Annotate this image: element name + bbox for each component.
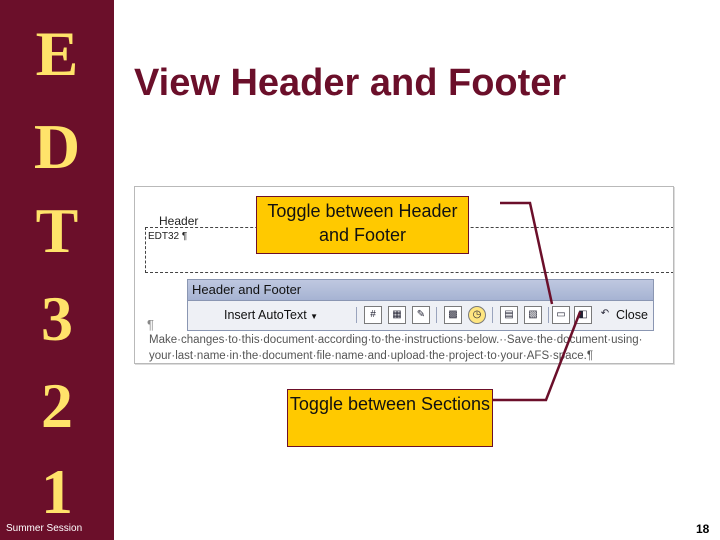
page-setup-icon[interactable]: ▤ — [500, 306, 518, 324]
insert-autotext-label: Insert AutoText — [224, 308, 307, 322]
toolbar-separator — [436, 307, 437, 323]
page-number: 18 — [696, 522, 710, 536]
time-icon[interactable]: ◷ — [468, 306, 486, 324]
toolbar-separator — [492, 307, 493, 323]
paragraph-mark: ¶ — [147, 317, 154, 332]
page-number-icon[interactable]: # — [364, 306, 382, 324]
toolbar-title: Header and Footer — [188, 280, 653, 301]
arrow-show-previous-next — [492, 311, 582, 402]
switch-header-footer-icon[interactable]: ◧ — [574, 306, 592, 324]
insert-autotext-button[interactable]: Insert AutoText ▼ — [194, 305, 324, 325]
close-button[interactable]: Close — [616, 308, 648, 322]
show-hide-document-text-icon[interactable]: ▧ — [524, 306, 542, 324]
arrow-switch-header-footer — [500, 201, 554, 305]
callout-toggle-header-footer: Toggle between Header and Footer — [256, 196, 469, 254]
toolbar-row: Insert AutoText ▼ # ▦ ✎ ▩ ◷ ▤ ▧ ▭ ◧ ↶ ↷ … — [188, 301, 653, 329]
toolbar-separator — [548, 307, 549, 323]
body-line-1: Make·changes·to·this·document·according·… — [149, 334, 643, 346]
page-count-icon[interactable]: ▦ — [388, 306, 406, 324]
slide-title: View Header and Footer — [134, 62, 567, 104]
sidebar-letter-d: D — [33, 111, 81, 182]
dropdown-arrow-icon: ▼ — [310, 312, 319, 321]
document-body[interactable]: Make·changes·to·this·document·according·… — [149, 332, 669, 363]
header-label: Header — [159, 214, 199, 228]
format-page-number-icon[interactable]: ✎ — [412, 306, 430, 324]
sidebar: E D T 3 2 1 Summer Session — [0, 0, 114, 540]
session-label: Summer Session — [6, 523, 83, 534]
toolbar-separator — [356, 307, 357, 323]
sidebar-letter-2: 2 — [41, 370, 73, 441]
sidebar-letter-3: 3 — [41, 283, 73, 354]
date-icon[interactable]: ▩ — [444, 306, 462, 324]
show-previous-icon[interactable]: ↶ — [600, 308, 610, 319]
header-footer-toolbar: Header and Footer Insert AutoText ▼ # ▦ … — [187, 279, 654, 331]
word-screenshot: Header EDT32 ¶ Header and Footer Insert … — [134, 186, 674, 364]
header-text: EDT32 ¶ — [148, 231, 188, 242]
same-as-previous-icon[interactable]: ▭ — [552, 306, 570, 324]
sidebar-letter-e: E — [35, 18, 79, 89]
body-line-2: your·last·name·in·the·document·file·name… — [149, 350, 593, 362]
sidebar-letter-t: T — [35, 195, 79, 266]
callout-toggle-sections: Toggle between Sections — [287, 389, 493, 447]
sidebar-letter-1: 1 — [41, 456, 73, 527]
